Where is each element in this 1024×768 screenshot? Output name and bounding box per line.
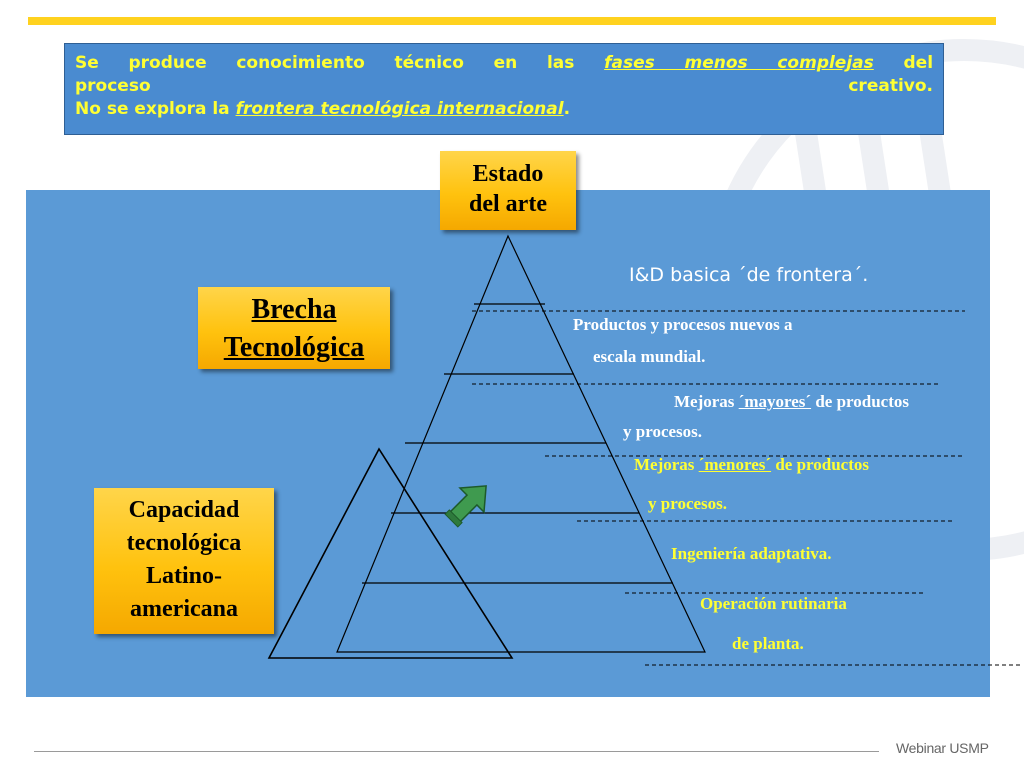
header-text: . [563, 99, 571, 119]
header-line-3: No se explora la frontera tecnológica in… [75, 98, 933, 121]
header-text: Se produce conocimiento técnico en las [75, 53, 575, 73]
header-text: creativo. [848, 76, 933, 96]
box-line: Capacidad [128, 497, 240, 523]
level-label-minor-improvements-2: y procesos. [648, 494, 728, 513]
box-line: tecnológica [126, 530, 242, 556]
level-text: de productos [775, 455, 869, 474]
state-of-art-box: Estado del arte [440, 151, 576, 230]
footer-brand: Webinar USMP [896, 740, 989, 756]
box-line: del arte [469, 191, 547, 217]
header-text: proceso [75, 76, 151, 96]
box-line: americana [130, 596, 238, 622]
level-emphasis: ´mayores´ [738, 392, 812, 411]
level-label-routine-operation: Operación rutinaria [700, 594, 847, 613]
level-text: Mejoras [674, 392, 735, 411]
technology-gap-box: Brecha Tecnológica [198, 287, 390, 369]
latin-america-capacity-triangle [267, 447, 514, 659]
header-emphasis: frontera tecnológica internacional [235, 99, 564, 119]
level-emphasis: ´menores´ [698, 455, 772, 474]
box-line: Brecha [251, 294, 337, 325]
header-line-2: proceso creativo. [75, 75, 933, 98]
footer-divider [34, 751, 879, 752]
level-text: Mejoras [634, 455, 695, 474]
box-line: Latino- [145, 563, 222, 589]
level-label-minor-improvements: Mejoras ´menores´ de productos [634, 455, 869, 475]
header-text: No se explora la [75, 99, 230, 119]
level-label-major-improvements-2: y procesos. [623, 422, 703, 441]
box-line: Estado [472, 161, 544, 187]
green-upward-arrow [444, 485, 487, 528]
level-text: de productos [815, 392, 909, 411]
level-label-basic-research: I&D basica ´de frontera´. [629, 264, 869, 286]
header-statement: Se produce conocimiento técnico en las f… [64, 43, 944, 135]
level-label-adaptive-engineering: Ingeniería adaptativa. [671, 544, 832, 563]
level-label-routine-operation-2: de planta. [732, 634, 804, 653]
technology-pyramid [336, 234, 706, 653]
level-label-major-improvements: Mejoras ´mayores´ de productos [674, 392, 909, 412]
box-line: Tecnológica [223, 332, 365, 363]
top-accent-bar [28, 17, 996, 25]
header-text: del [903, 53, 934, 73]
level-label-new-products: Productos y procesos nuevos a [573, 315, 793, 334]
header-line-1: Se produce conocimiento técnico en las f… [75, 52, 933, 75]
header-emphasis: fases menos complejas [604, 53, 874, 73]
level-label-new-products-2: escala mundial. [593, 347, 706, 366]
latin-capacity-box: Capacidad tecnológica Latino- americana [94, 488, 274, 634]
